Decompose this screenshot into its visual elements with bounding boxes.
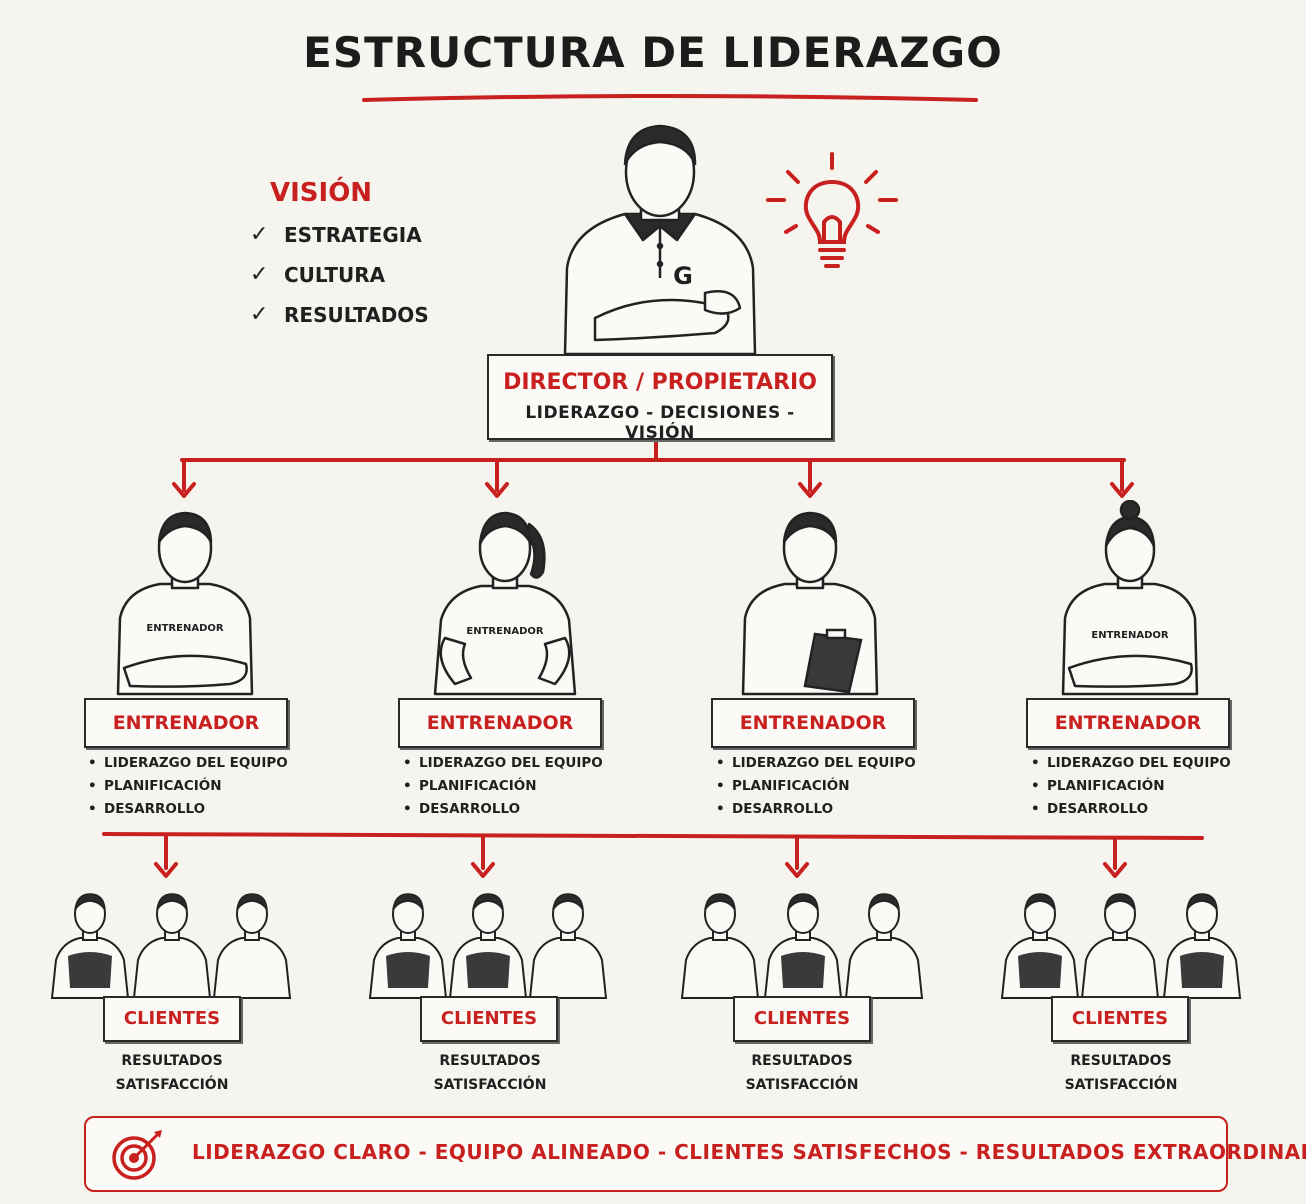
coach-title: ENTRENADOR: [739, 712, 887, 734]
coach-figure: [741, 511, 879, 696]
client-figure: [529, 893, 607, 999]
clients-title: CLIENTES: [1071, 1008, 1169, 1029]
outcome-line: RESULTADOS: [439, 1053, 541, 1069]
outcome-line: RESULTADOS: [751, 1053, 853, 1069]
coach-box: ENTRENADOR: [84, 698, 288, 748]
coach-shirt-label: ENTRENADOR: [146, 623, 224, 634]
outcome-line: SATISFACCIÓN: [1064, 1077, 1178, 1093]
list-item: •LIDERAZGO DEL EQUIPO: [716, 755, 916, 771]
list-item: •DESARROLLO: [403, 801, 521, 817]
director-box: DIRECTOR / PROPIETARIO LIDERAZGO - DECIS…: [487, 354, 833, 443]
outcome-line: SATISFACCIÓN: [115, 1077, 229, 1093]
check-icon: ✓: [250, 302, 269, 327]
coach-responsibilities: •LIDERAZGO DEL EQUIPO •PLANIFICACIÓN •DE…: [1031, 755, 1231, 824]
client-figure: [213, 893, 291, 999]
director-title: DIRECTOR / PROPIETARIO: [503, 370, 817, 395]
outcome-line: SATISFACCIÓN: [745, 1077, 859, 1093]
list-item: •LIDERAZGO DEL EQUIPO: [1031, 755, 1231, 771]
clients-box: CLIENTES: [420, 996, 558, 1042]
target-icon: [112, 1130, 162, 1180]
shirt-logo: G: [673, 262, 693, 290]
list-item: •PLANIFICACIÓN: [716, 778, 850, 794]
clients-title: CLIENTES: [440, 1008, 538, 1029]
clients-outcomes: RESULTADOS SATISFACCIÓN: [390, 1049, 590, 1097]
clients-box: CLIENTES: [733, 996, 871, 1042]
client-figure: [369, 893, 447, 999]
vision-item-label: RESULTADOS: [284, 302, 429, 327]
check-icon: ✓: [250, 262, 269, 287]
vision-item-label: ESTRATEGIA: [284, 222, 422, 247]
vision-item-label: CULTURA: [284, 262, 386, 287]
list-item: •LIDERAZGO DEL EQUIPO: [88, 755, 288, 771]
coach-responsibilities: •LIDERAZGO DEL EQUIPO •PLANIFICACIÓN •DE…: [88, 755, 288, 824]
vision-block: VISIÓN ✓ ESTRATEGIA ✓ CULTURA ✓ RESULTAD…: [250, 178, 429, 342]
client-figure: [681, 893, 759, 999]
clients-box: CLIENTES: [103, 996, 241, 1042]
clipboard-icon: [803, 628, 863, 694]
list-item: •PLANIFICACIÓN: [1031, 778, 1165, 794]
vision-item: ✓ CULTURA: [250, 262, 429, 287]
director-subtitle: LIDERAZGO - DECISIONES - VISIÓN: [525, 403, 795, 443]
coach-title: ENTRENADOR: [112, 712, 260, 734]
coach-responsibilities: •LIDERAZGO DEL EQUIPO •PLANIFICACIÓN •DE…: [403, 755, 603, 824]
coach-figure-female: [1061, 500, 1199, 696]
page-title: ESTRUCTURA DE LIDERAZGO: [303, 28, 1003, 77]
client-figure: [845, 893, 923, 999]
coach-shirt-label: ENTRENADOR: [466, 626, 544, 637]
client-figure: [449, 893, 527, 999]
clients-title: CLIENTES: [123, 1008, 221, 1029]
coach-responsibilities: •LIDERAZGO DEL EQUIPO •PLANIFICACIÓN •DE…: [716, 755, 916, 824]
footer-banner: LIDERAZGO CLARO - EQUIPO ALINEADO - CLIE…: [84, 1116, 1306, 1192]
client-figure: [764, 893, 842, 999]
clients-title: CLIENTES: [753, 1008, 851, 1029]
outcome-line: SATISFACCIÓN: [433, 1077, 547, 1093]
client-figure: [1001, 893, 1079, 999]
coach-box: ENTRENADOR: [711, 698, 915, 748]
client-figure: [1163, 893, 1241, 999]
client-figure: [133, 893, 211, 999]
client-figure: [51, 893, 129, 999]
clients-outcomes: RESULTADOS SATISFACCIÓN: [1021, 1049, 1221, 1097]
vision-item: ✓ ESTRATEGIA: [250, 222, 429, 247]
check-icon: ✓: [250, 222, 269, 247]
coach-figure: [116, 511, 254, 696]
list-item: •DESARROLLO: [1031, 801, 1149, 817]
clients-outcomes: RESULTADOS SATISFACCIÓN: [72, 1049, 272, 1097]
outcome-line: RESULTADOS: [1070, 1053, 1172, 1069]
vision-item: ✓ RESULTADOS: [250, 302, 429, 327]
client-figure: [1081, 893, 1159, 999]
coach-title: ENTRENADOR: [426, 712, 574, 734]
list-item: •LIDERAZGO DEL EQUIPO: [403, 755, 603, 771]
list-item: •DESARROLLO: [716, 801, 834, 817]
coach-shirt-label: ENTRENADOR: [1091, 630, 1169, 641]
coach-box: ENTRENADOR: [1026, 698, 1230, 748]
outcome-line: RESULTADOS: [121, 1053, 223, 1069]
list-item: •PLANIFICACIÓN: [403, 778, 537, 794]
lightbulb-icon: [766, 152, 898, 268]
vision-heading: VISIÓN: [270, 178, 373, 208]
list-item: •PLANIFICACIÓN: [88, 778, 222, 794]
footer-text: LIDERAZGO CLARO - EQUIPO ALINEADO - CLIE…: [192, 1140, 1306, 1164]
coach-figure-female: [433, 511, 577, 696]
coach-box: ENTRENADOR: [398, 698, 602, 748]
director-figure: [563, 124, 757, 356]
list-item: •DESARROLLO: [88, 801, 206, 817]
coach-title: ENTRENADOR: [1054, 712, 1202, 734]
clients-outcomes: RESULTADOS SATISFACCIÓN: [702, 1049, 902, 1097]
clients-box: CLIENTES: [1051, 996, 1189, 1042]
